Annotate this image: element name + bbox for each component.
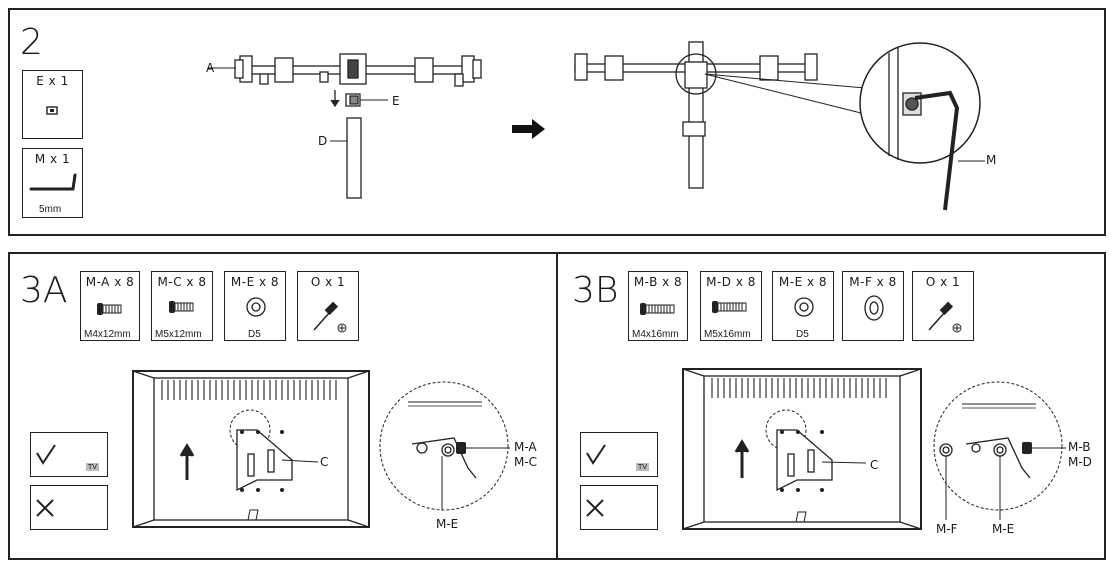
zoom-detail-3a <box>379 381 510 511</box>
check-icon <box>36 444 56 465</box>
part-spec-ma: M4x12mm <box>84 329 131 340</box>
callout-mc: M-C <box>514 455 538 469</box>
callout-e: E <box>392 94 400 108</box>
part-box-o-3b: O x 1 <box>912 271 974 341</box>
screw-short-icon <box>97 303 122 315</box>
step-3a-number: 3A <box>20 270 68 311</box>
part-box-e: E x 1 <box>22 70 83 139</box>
tv-tag: TV <box>86 463 100 471</box>
washer-icon <box>246 297 266 317</box>
callout-d: D <box>318 134 328 148</box>
callout-mb: M-B <box>1068 440 1091 454</box>
screwdriver-icon <box>313 301 347 333</box>
part-spec-me-3b: D5 <box>796 329 809 340</box>
callout-m: M <box>986 153 997 167</box>
step-3b-panel <box>556 252 1106 560</box>
screw-long-icon <box>640 303 675 315</box>
correct-box-3b: TV <box>580 432 658 477</box>
callout-me-3a: M-E <box>436 517 459 531</box>
cross-icon <box>36 499 54 517</box>
callout-me-3b: M-E <box>992 522 1015 536</box>
part-qty-me: M-E x 8 <box>230 275 280 289</box>
cross-icon <box>586 499 604 517</box>
tv-back-3b <box>682 368 922 530</box>
part-qty-ma: M-A x 8 <box>85 275 135 289</box>
screw-long-icon <box>712 301 747 313</box>
callout-md: M-D <box>1068 455 1092 469</box>
step-2-panel <box>8 8 1106 236</box>
spacer-icon <box>864 295 884 321</box>
part-box-mb: M-B x 8 M4x16mm <box>628 271 688 341</box>
part-spec-mb: M4x16mm <box>632 329 679 340</box>
part-qty-e: E x 1 <box>36 74 69 88</box>
allen-key-icon <box>29 173 77 191</box>
arrow-right-icon <box>512 119 545 139</box>
part-box-md: M-D x 8 M5x16mm <box>700 271 762 341</box>
bolt-e-icon <box>46 106 58 115</box>
part-spec-md: M5x16mm <box>704 329 751 340</box>
step-2-number: 2 <box>20 22 43 63</box>
callout-a: A <box>206 61 215 75</box>
screw-short-icon <box>169 301 194 313</box>
screwdriver-icon <box>928 301 962 333</box>
correct-box-3a: TV <box>30 432 108 477</box>
part-box-mf: M-F x 8 <box>842 271 904 341</box>
part-qty-mb: M-B x 8 <box>633 275 683 289</box>
callout-c-3b: C <box>870 458 879 472</box>
part-qty-mf: M-F x 8 <box>849 275 897 289</box>
incorrect-box-3a <box>30 485 108 530</box>
part-box-me: M-E x 8 D5 <box>224 271 286 341</box>
part-qty-o: O x 1 <box>310 275 346 289</box>
part-box-ma: M-A x 8 M4x12mm <box>80 271 140 341</box>
tv-back-3a <box>132 370 370 528</box>
part-qty-mc: M-C x 8 <box>157 275 207 289</box>
zoom-detail-3b <box>933 381 1066 520</box>
part-qty-me-3b: M-E x 8 <box>778 275 828 289</box>
callout-mf: M-F <box>936 522 958 536</box>
part-spec-me: D5 <box>248 329 261 340</box>
washer-icon <box>794 297 814 317</box>
part-box-m: M x 1 5mm <box>22 148 83 218</box>
callout-c-3a: C <box>320 455 329 469</box>
step2-arm-assembly <box>208 53 482 199</box>
step-3b-number: 3B <box>572 270 619 311</box>
part-spec-mc: M5x12mm <box>155 329 202 340</box>
incorrect-box-3b <box>580 485 658 530</box>
part-size-m: 5mm <box>39 204 62 215</box>
part-qty-o-3b: O x 1 <box>925 275 961 289</box>
tv-tag: TV <box>636 463 650 471</box>
check-icon <box>586 444 606 465</box>
step2-assembled <box>574 41 985 211</box>
callout-ma: M-A <box>514 440 537 454</box>
part-qty-md: M-D x 8 <box>706 275 756 289</box>
part-box-o: O x 1 <box>297 271 359 341</box>
part-qty-m: M x 1 <box>34 152 71 166</box>
part-box-me-3b: M-E x 8 D5 <box>772 271 834 341</box>
part-box-mc: M-C x 8 M5x12mm <box>151 271 213 341</box>
